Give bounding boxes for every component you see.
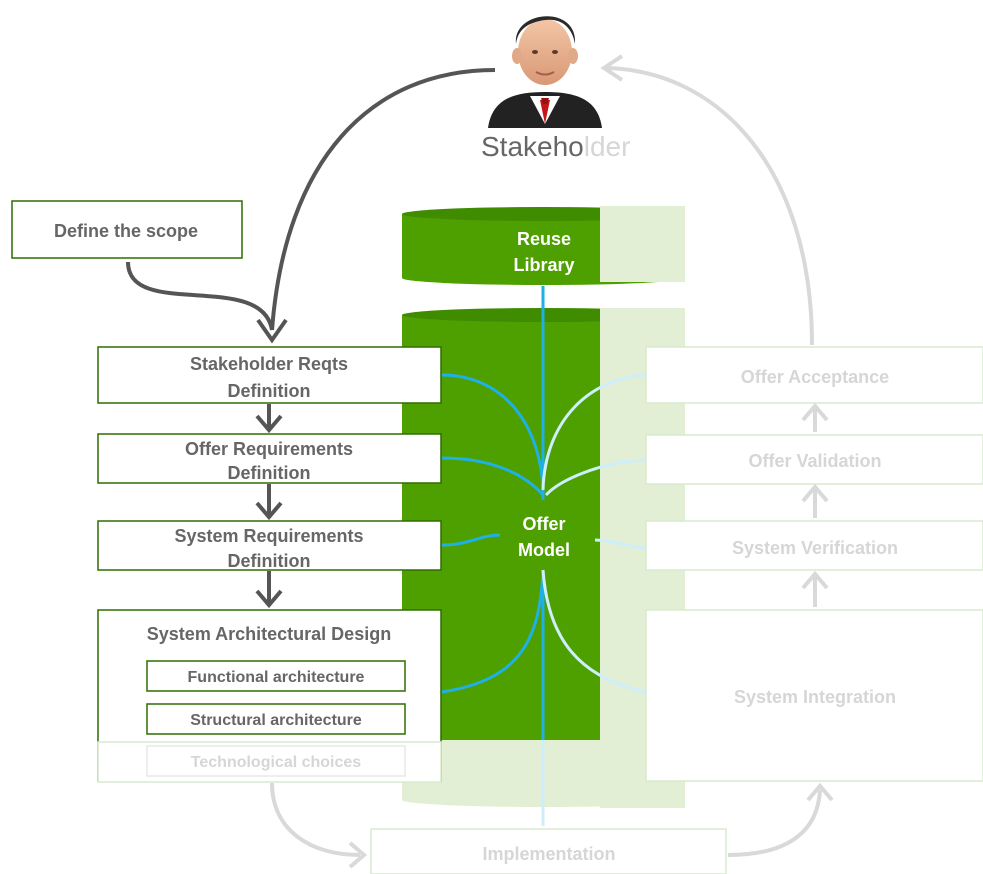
left-box-2: Offer Requirements Definition xyxy=(97,433,442,484)
right-box-4: System Integration xyxy=(645,609,983,782)
scope-arrow xyxy=(126,261,274,331)
right-box-1: Offer Acceptance xyxy=(645,346,983,404)
scope-box: Define the scope xyxy=(11,200,243,259)
right-box-2-label: Offer Validation xyxy=(748,451,881,471)
architecture-item-1: Functional architecture xyxy=(188,669,365,686)
left-box-3-line2: Definition xyxy=(228,551,311,571)
offer-model-line1: Offer xyxy=(522,514,565,534)
reuse-library-line2: Library xyxy=(513,255,574,275)
stakeholder-icon xyxy=(488,16,602,128)
architecture-item-3: Technological choices xyxy=(191,754,362,771)
right-box-2: Offer Validation xyxy=(645,434,983,485)
right-box-4-label: System Integration xyxy=(734,687,896,707)
architecture-title: System Architectural Design xyxy=(147,624,391,644)
architecture-item-2: Structural architecture xyxy=(190,712,362,729)
stakeholder-label-suffix: lder xyxy=(584,131,631,162)
left-box-2-line1: Offer Requirements xyxy=(185,439,353,459)
left-box-1: Stakeholder Reqts Definition xyxy=(97,346,442,404)
model-connections xyxy=(441,286,647,826)
left-box-3-line1: System Requirements xyxy=(174,526,363,546)
reuse-library-cylinder xyxy=(402,206,685,285)
left-box-2-line2: Definition xyxy=(228,463,311,483)
left-box-1-line1: Stakeholder Reqts xyxy=(190,354,348,374)
implementation-box: Implementation xyxy=(370,828,727,874)
reuse-library-line1: Reuse xyxy=(517,229,571,249)
stakeholder-label: Stakeholder xyxy=(481,131,630,162)
stakeholder-label-prefix: Stakeho xyxy=(481,131,584,162)
stakeholder-arrow xyxy=(270,68,496,331)
scope-label: Define the scope xyxy=(54,221,198,241)
offer-model-line2: Model xyxy=(518,540,570,560)
left-down-arrows xyxy=(255,404,283,609)
acceptance-return-arrow xyxy=(604,66,814,346)
to-implementation-arrow xyxy=(270,782,361,857)
right-box-3: System Verification xyxy=(645,520,983,571)
left-box-3: System Requirements Definition xyxy=(97,520,442,571)
right-up-arrows xyxy=(801,402,829,607)
implementation-label: Implementation xyxy=(482,844,615,864)
right-box-1-label: Offer Acceptance xyxy=(741,367,889,387)
left-box-1-line2: Definition xyxy=(228,381,311,401)
from-implementation-arrow xyxy=(727,789,822,857)
architecture-box: System Architectural Design Functional a… xyxy=(97,609,442,783)
right-box-3-label: System Verification xyxy=(732,538,898,558)
